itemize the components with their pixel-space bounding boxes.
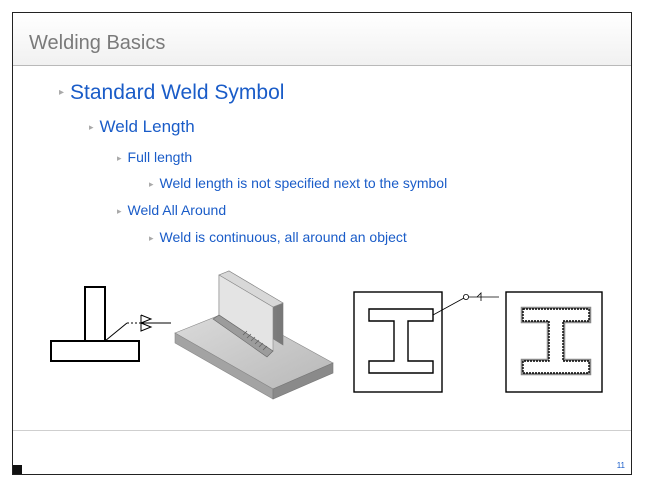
i-beam-outline xyxy=(368,308,434,374)
base-plate-side-face xyxy=(272,362,334,400)
slide: Welding Basics ▸ Standard Weld Symbol ▸ We… xyxy=(12,12,632,475)
fillet-weld-symbol-other-side-icon xyxy=(140,322,153,332)
t-joint-base-plate xyxy=(50,340,140,362)
bullet-marker-icon: ▸ xyxy=(89,122,94,132)
i-beam-welded-outline xyxy=(522,308,590,374)
bullet-marker-icon: ▸ xyxy=(149,179,154,189)
bullet-text: Weld Length xyxy=(99,117,195,136)
bullet-standard-weld-symbol: ▸ Standard Weld Symbol xyxy=(59,81,284,105)
bullet-marker-icon: ▸ xyxy=(59,87,65,98)
i-beam-welded-all-around xyxy=(505,291,603,393)
bullet-marker-icon: ▸ xyxy=(117,153,122,163)
arrow-line xyxy=(104,322,128,342)
i-beam-weld-all-around-diagram xyxy=(353,291,499,393)
bullet-text: Weld All Around xyxy=(127,202,227,218)
fillet-weld-symbol-icon xyxy=(140,314,153,324)
bullet-marker-icon: ▸ xyxy=(149,233,154,243)
t-joint-weld-symbol-diagram xyxy=(50,286,171,362)
bullet-full-length-detail: ▸ Weld length is not specified next to th… xyxy=(149,175,447,191)
t-joint-vertical-plate xyxy=(84,286,106,342)
bullet-text: Weld length is not specified next to the… xyxy=(159,175,448,191)
weld-all-around-circle-icon xyxy=(463,294,470,300)
bullet-text: Full length xyxy=(127,149,193,165)
weld-symbol-icon xyxy=(476,292,482,301)
weld-bead xyxy=(212,314,274,358)
bullet-full-length: ▸ Full length xyxy=(117,149,192,165)
page-number: 11 xyxy=(616,461,625,470)
slide-corner-bottom-left xyxy=(13,465,22,474)
footer-divider xyxy=(13,430,631,431)
slide-title: Welding Basics xyxy=(29,32,166,54)
bullet-weld-all-around: ▸ Weld All Around xyxy=(117,202,226,218)
t-joint-3d-render xyxy=(174,270,334,400)
arrow-line xyxy=(432,297,465,316)
bullet-weld-length: ▸ Weld Length xyxy=(89,117,195,137)
bullet-marker-icon: ▸ xyxy=(117,206,122,216)
slide-header: Welding Basics xyxy=(13,13,631,66)
weld-ripple-lines xyxy=(242,330,268,351)
bullet-text: Standard Weld Symbol xyxy=(70,81,285,104)
bullet-weld-all-around-detail: ▸ Weld is continuous, all around an objec… xyxy=(149,229,407,245)
bullet-text: Weld is continuous, all around an object xyxy=(159,229,407,245)
